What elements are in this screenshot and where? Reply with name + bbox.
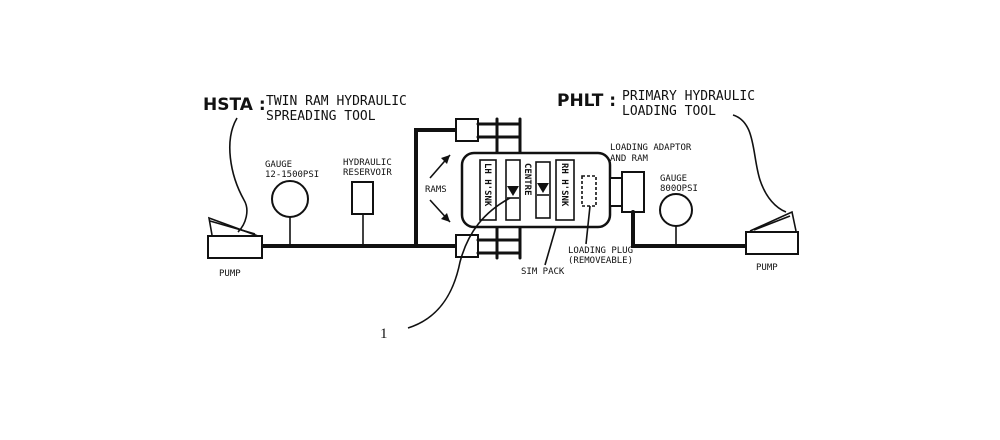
rh-heatsink-label: RH H'SNK bbox=[559, 163, 569, 207]
lh-heatsink-label: LH H'SNK bbox=[482, 163, 492, 207]
right-pump-label: PUMP bbox=[756, 263, 778, 273]
hsta-leader-line bbox=[230, 118, 247, 232]
left-pump-label: PUMP bbox=[219, 269, 241, 279]
loading-plug-label-1: LOADING PLUG bbox=[568, 246, 633, 256]
reservoir-icon bbox=[352, 182, 373, 214]
centre-label: CENTRE bbox=[522, 163, 532, 196]
phlt-abbr: PHLT : bbox=[557, 91, 616, 111]
loading-plug-label-2: (REMOVEABLE) bbox=[568, 256, 633, 266]
left-gauge-icon bbox=[272, 181, 308, 217]
left-pump bbox=[208, 218, 262, 258]
hsta-abbr: HSTA : bbox=[203, 95, 266, 115]
phlt-title-line2: LOADING TOOL bbox=[622, 104, 716, 119]
right-pump bbox=[746, 212, 798, 254]
phlt-title-line1: PRIMARY HYDRAULIC bbox=[622, 89, 755, 104]
hsta-title-line1: TWIN RAM HYDRAULIC bbox=[266, 94, 407, 109]
left-gauge-label-1: GAUGE bbox=[265, 160, 292, 170]
hsta-title-line2: SPREADING TOOL bbox=[266, 109, 376, 124]
adaptor-label-1: LOADING ADAPTOR bbox=[610, 143, 692, 153]
right-gauge-icon bbox=[660, 194, 692, 226]
rams-label: RAMS bbox=[425, 185, 447, 195]
reference-numeral: 1 bbox=[380, 326, 388, 342]
sim-pack-label: SIM PACK bbox=[521, 267, 565, 277]
phlt-leader-line bbox=[733, 115, 786, 212]
adaptor-label-2: AND RAM bbox=[610, 154, 649, 164]
right-gauge-label-1: GAUGE bbox=[660, 174, 687, 184]
left-gauge-label-2: 12-1500PSI bbox=[265, 170, 319, 180]
reservoir-label-1: HYDRAULIC bbox=[343, 158, 392, 168]
sim-pack-leader bbox=[545, 227, 556, 265]
right-gauge-label-2: 800OPSI bbox=[660, 184, 698, 194]
reservoir-label-2: RESERVOIR bbox=[343, 168, 392, 178]
loading-adaptor-ram bbox=[610, 172, 644, 212]
